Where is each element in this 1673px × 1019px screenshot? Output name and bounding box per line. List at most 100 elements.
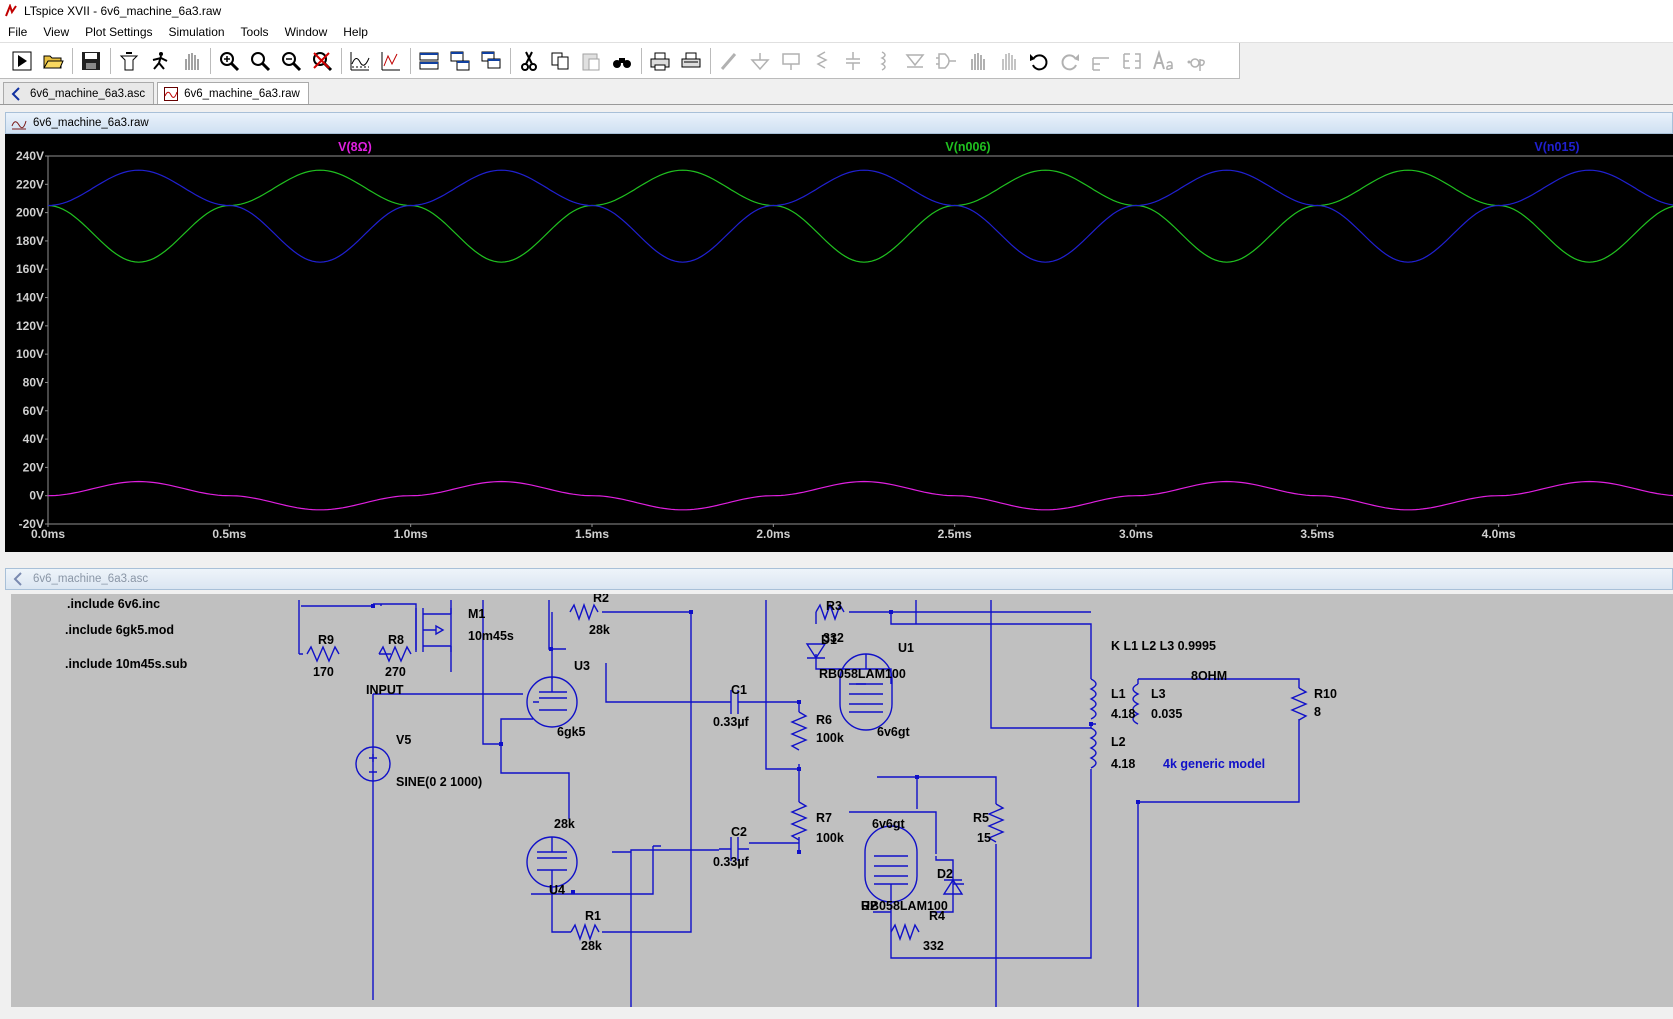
- component-ref-r3[interactable]: R3: [826, 599, 842, 613]
- stack-windows-button[interactable]: [415, 47, 443, 75]
- redo-button[interactable]: [1056, 47, 1084, 75]
- component-ref-r10[interactable]: R10: [1314, 687, 1337, 701]
- component-ref-c2[interactable]: C2: [731, 825, 747, 839]
- tile-button[interactable]: [377, 47, 405, 75]
- spice-directive[interactable]: .include 6v6.inc: [67, 597, 160, 611]
- component-value-r4[interactable]: 332: [923, 939, 944, 953]
- component-ref-r4[interactable]: R4: [929, 909, 945, 923]
- spice-directive[interactable]: .include 10m45s.sub: [65, 657, 188, 671]
- schematic-canvas[interactable]: .include 6v6.inc .include 6gk5.mod .incl…: [11, 594, 1673, 1007]
- component-ref-l2[interactable]: L2: [1111, 735, 1126, 749]
- component-value-r9[interactable]: 170: [313, 665, 334, 679]
- drag-button[interactable]: [994, 47, 1022, 75]
- component-ref-d2[interactable]: D2: [937, 867, 953, 881]
- menu-simulation[interactable]: Simulation: [168, 25, 225, 39]
- component-value-v5[interactable]: SINE(0 2 1000): [396, 775, 482, 789]
- pan-button[interactable]: [177, 47, 205, 75]
- legend-trace-label[interactable]: V(n015): [1534, 140, 1579, 154]
- component-value-u3[interactable]: 6gk5: [557, 725, 586, 739]
- print-button[interactable]: [646, 47, 674, 75]
- paste-button[interactable]: [577, 47, 605, 75]
- zoom-in-button[interactable]: [215, 47, 243, 75]
- label-net-button[interactable]: [777, 47, 805, 75]
- component-value-r5[interactable]: 15: [977, 831, 991, 845]
- undo-button[interactable]: [1025, 47, 1053, 75]
- resistor-button[interactable]: [808, 47, 836, 75]
- component-ref-r2[interactable]: R2: [593, 594, 609, 605]
- control-panel-button[interactable]: [115, 47, 143, 75]
- tab-schematic[interactable]: 6v6_machine_6a3.asc: [3, 82, 155, 104]
- autorange-button[interactable]: [346, 47, 374, 75]
- trace-line[interactable]: [47, 169, 1673, 263]
- legend-trace-label[interactable]: V(8Ω): [338, 140, 372, 154]
- component-value-r1[interactable]: 28k: [581, 939, 602, 953]
- copy-button[interactable]: [546, 47, 574, 75]
- menu-window[interactable]: Window: [284, 25, 328, 39]
- menu-help[interactable]: Help: [343, 25, 368, 39]
- cascade-button[interactable]: [446, 47, 474, 75]
- component-ref-c1[interactable]: C1: [731, 683, 747, 697]
- print-setup-button[interactable]: [677, 47, 705, 75]
- component-value-r7[interactable]: 100k: [816, 831, 844, 845]
- menu-view[interactable]: View: [43, 25, 70, 39]
- component-ref-v5[interactable]: V5: [396, 733, 411, 747]
- menu-tools[interactable]: Tools: [240, 25, 269, 39]
- component-ref-u2[interactable]: U2: [861, 899, 877, 913]
- rotate-button[interactable]: [1087, 47, 1115, 75]
- legend-trace-label[interactable]: V(n006): [945, 140, 990, 154]
- mirror-button[interactable]: [1118, 47, 1146, 75]
- net-label-8ohm[interactable]: 8OHM: [1191, 669, 1227, 683]
- tile-vertical-button[interactable]: [477, 47, 505, 75]
- net-label-input[interactable]: INPUT: [366, 683, 404, 697]
- component-value-l2[interactable]: 4.18: [1111, 757, 1135, 771]
- schematic-comment[interactable]: 4k generic model: [1163, 757, 1265, 771]
- component-value-l1[interactable]: 4.18: [1111, 707, 1135, 721]
- component-value-r10[interactable]: 8: [1314, 705, 1321, 719]
- move-button[interactable]: [963, 47, 991, 75]
- text-button[interactable]: [1149, 47, 1177, 75]
- component-ref-r8[interactable]: R8: [388, 633, 404, 647]
- find-button[interactable]: [608, 47, 636, 75]
- menu-file[interactable]: File: [8, 25, 28, 39]
- menu-plot-settings[interactable]: Plot Settings: [85, 25, 153, 39]
- component-value-u4[interactable]: 28k: [554, 817, 575, 831]
- component-value-r2[interactable]: 28k: [589, 623, 610, 637]
- component-ref-u4[interactable]: U4: [549, 883, 565, 897]
- component-value-u2[interactable]: 6v6gt: [872, 817, 905, 831]
- component-ref-u1[interactable]: U1: [898, 641, 914, 655]
- tab-waveform[interactable]: 6v6_machine_6a3.raw: [157, 82, 309, 104]
- zoom-out-button[interactable]: [277, 47, 305, 75]
- component-ref-r9[interactable]: R9: [318, 633, 334, 647]
- component-ref-l1[interactable]: L1: [1111, 687, 1126, 701]
- component-ref-d1[interactable]: D1: [821, 633, 837, 647]
- component-ref-r1[interactable]: R1: [585, 909, 601, 923]
- component-ref-r7[interactable]: R7: [816, 811, 832, 825]
- component-value-r3[interactable]: 332: [823, 631, 844, 645]
- component-value-l3[interactable]: 0.035: [1151, 707, 1182, 721]
- zoom-rect-button[interactable]: [246, 47, 274, 75]
- component-ref-u3[interactable]: U3: [574, 659, 590, 673]
- waveform-plot[interactable]: V(8Ω)V(n006)V(n015) 240V220V200V180V160V…: [5, 134, 1673, 552]
- spice-directive-button[interactable]: [1180, 47, 1208, 75]
- component-ref-m1[interactable]: M1: [468, 607, 485, 621]
- spice-directive[interactable]: .include 6gk5.mod: [65, 623, 174, 637]
- component-ref-r5[interactable]: R5: [973, 811, 989, 825]
- capacitor-button[interactable]: [839, 47, 867, 75]
- component-ref-l3[interactable]: L3: [1151, 687, 1166, 701]
- run-button[interactable]: [8, 47, 36, 75]
- run-simulation-button[interactable]: [146, 47, 174, 75]
- trace-line[interactable]: [47, 480, 1673, 511]
- spice-directive[interactable]: K L1 L2 L3 0.9995: [1111, 639, 1216, 653]
- component-value-r6[interactable]: 100k: [816, 731, 844, 745]
- component-value-m1[interactable]: 10m45s: [468, 629, 514, 643]
- diode-button[interactable]: [901, 47, 929, 75]
- component-value-u1[interactable]: 6v6gt: [877, 725, 910, 739]
- cut-button[interactable]: [515, 47, 543, 75]
- component-ref-r6[interactable]: R6: [816, 713, 832, 727]
- component-value-d2[interactable]: RB058LAM100: [861, 899, 948, 913]
- trace-line[interactable]: [47, 169, 1673, 263]
- component-value-d1[interactable]: RB058LAM100: [819, 667, 906, 681]
- open-button[interactable]: [39, 47, 67, 75]
- inductor-button[interactable]: [870, 47, 898, 75]
